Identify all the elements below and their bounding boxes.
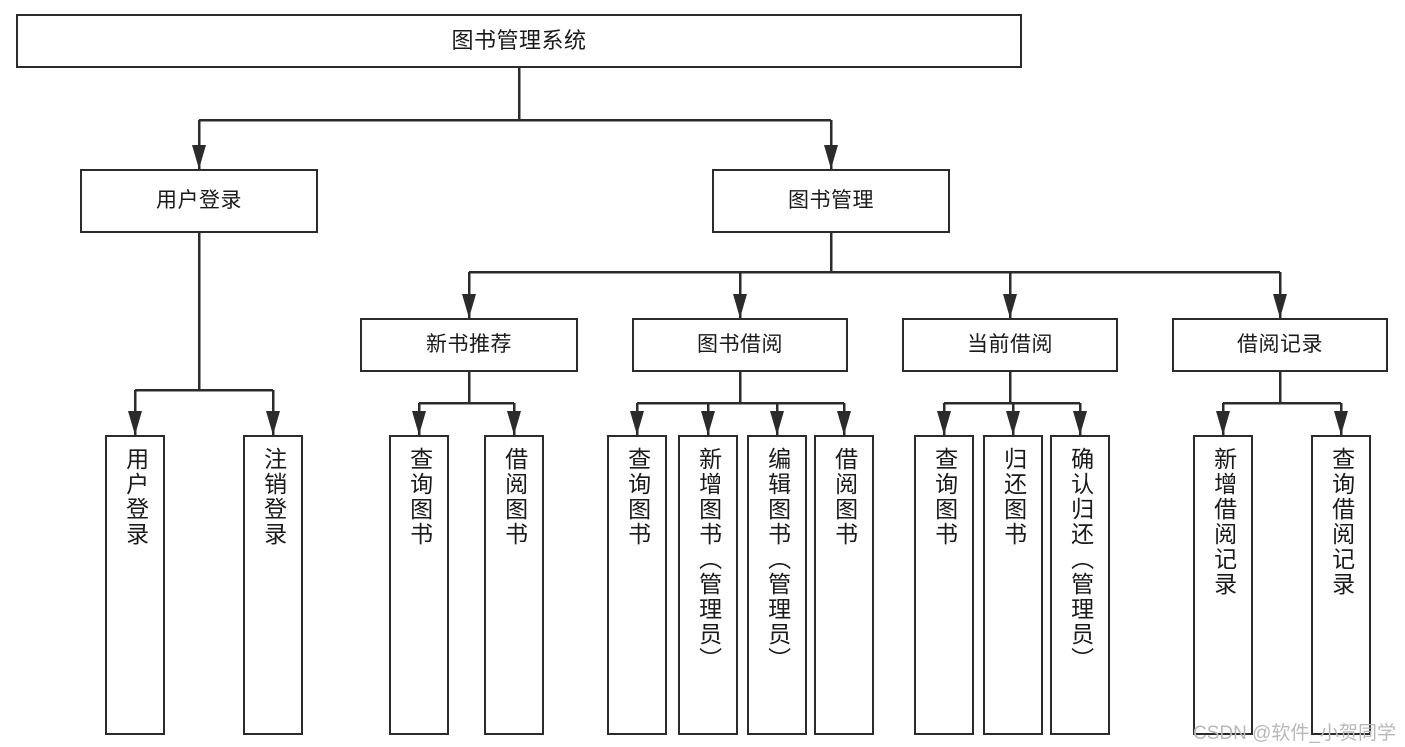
node-leaf-borrow-1[interactable]: 借阅图书 [484, 435, 544, 735]
node-leaf-edit-book[interactable]: 编辑图书（管理员） [747, 435, 807, 735]
node-label: 图书管理系统 [451, 28, 587, 54]
node-label: 借阅图书 [501, 447, 528, 547]
node-leaf-add-rec[interactable]: 新增借阅记录 [1193, 435, 1253, 735]
arrowhead-icon [507, 411, 521, 435]
node-leaf-query-1[interactable]: 查询图书 [389, 435, 449, 735]
node-label: 借阅记录 [1237, 332, 1323, 356]
node-label: 归还图书 [1000, 447, 1027, 547]
arrowhead-icon [1006, 411, 1020, 435]
node-label: 借阅图书 [831, 447, 858, 547]
node-label: 图书管理 [788, 188, 874, 212]
arrowhead-icon [1273, 294, 1287, 318]
node-leaf-return[interactable]: 归还图书 [983, 435, 1043, 735]
node-leaf-query-3[interactable]: 查询图书 [914, 435, 974, 735]
node-new-book-rec[interactable]: 新书推荐 [360, 318, 578, 372]
node-leaf-query-2[interactable]: 查询图书 [607, 435, 667, 735]
arrowhead-icon [1003, 294, 1017, 318]
node-label: 查询图书 [931, 447, 958, 547]
node-label: 新增借阅记录 [1210, 447, 1237, 597]
node-leaf-add-book[interactable]: 新增图书（管理员） [678, 435, 738, 735]
node-label: 当前借阅 [967, 332, 1053, 356]
node-root[interactable]: 图书管理系统 [16, 14, 1022, 68]
node-leaf-user-login[interactable]: 用户登录 [105, 435, 165, 735]
node-label: 用户登录 [122, 447, 149, 547]
arrowhead-icon [1334, 411, 1348, 435]
node-borrow-record[interactable]: 借阅记录 [1172, 318, 1388, 372]
node-label: 编辑图书（管理员） [764, 447, 791, 672]
node-label: 新增图书（管理员） [695, 447, 722, 672]
node-label: 查询借阅记录 [1328, 447, 1355, 597]
node-label: 注销登录 [260, 447, 287, 547]
arrowhead-icon [824, 145, 838, 169]
node-label: 新书推荐 [426, 332, 512, 356]
arrowhead-icon [412, 411, 426, 435]
node-label: 图书借阅 [697, 332, 783, 356]
arrowhead-icon [462, 294, 476, 318]
arrowhead-icon [630, 411, 644, 435]
node-book-borrow[interactable]: 图书借阅 [632, 318, 848, 372]
arrowhead-icon [937, 411, 951, 435]
node-leaf-confirm[interactable]: 确认归还（管理员） [1050, 435, 1110, 735]
node-user-login[interactable]: 用户登录 [80, 169, 318, 233]
node-leaf-logout[interactable]: 注销登录 [243, 435, 303, 735]
node-label: 查询图书 [406, 447, 433, 547]
arrowhead-icon [1073, 411, 1087, 435]
node-label: 确认归还（管理员） [1067, 447, 1094, 672]
node-label: 用户登录 [156, 188, 242, 212]
arrowhead-icon [1216, 411, 1230, 435]
node-leaf-borrow-2[interactable]: 借阅图书 [814, 435, 874, 735]
arrowhead-icon [266, 411, 280, 435]
node-label: 查询图书 [624, 447, 651, 547]
csdn-watermark: CSDN @软件_小贺同学 [1193, 723, 1396, 744]
arrowhead-icon [770, 411, 784, 435]
node-current-borrow[interactable]: 当前借阅 [902, 318, 1118, 372]
arrowhead-icon [192, 145, 206, 169]
node-book-manage[interactable]: 图书管理 [712, 169, 950, 233]
node-leaf-query-rec[interactable]: 查询借阅记录 [1311, 435, 1371, 735]
arrowhead-icon [837, 411, 851, 435]
arrowhead-icon [733, 294, 747, 318]
arrowhead-icon [701, 411, 715, 435]
arrowhead-icon [128, 411, 142, 435]
